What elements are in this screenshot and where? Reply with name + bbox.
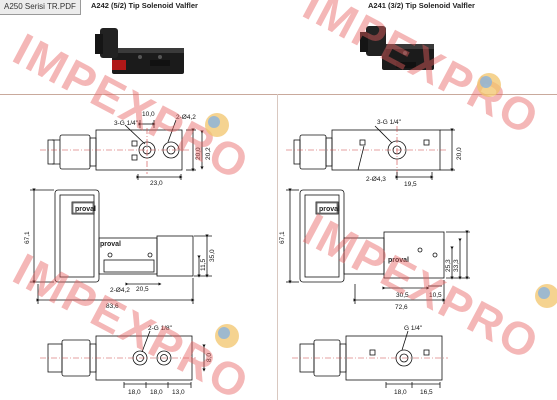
left-bottom-dim-13: 13,0 <box>172 389 185 396</box>
right-heading: A241 (3/2) Tip Solenoid Valfler <box>368 1 475 10</box>
left-front-dim-671: 67,1 <box>24 231 31 244</box>
left-front-dim-115: 11,5 <box>200 258 207 271</box>
left-front-brand-2: proval <box>100 241 121 248</box>
watermark-text-2: IMPEXPRO <box>295 0 548 145</box>
left-top-view <box>40 119 204 180</box>
left-bottom-dim-18b: 18,0 <box>150 389 163 396</box>
right-bottom-dim-18: 18,0 <box>394 389 407 396</box>
right-front-dim-726: 72,6 <box>395 304 408 311</box>
right-top-dim-20: 20,0 <box>456 147 463 160</box>
left-top-dim-20: 20,0 <box>195 147 202 160</box>
section-divider <box>0 94 557 95</box>
right-front-dim-305: 30,5 <box>396 292 409 299</box>
left-front-photo-label: proval proval <box>72 202 121 248</box>
left-front-hole-label: 2-Ø4,2 <box>110 287 130 294</box>
right-front-brand: proval <box>319 206 340 213</box>
right-top-dim-195: 19,5 <box>404 181 417 188</box>
watermark-text-3: IMPEXPRO <box>5 243 258 400</box>
left-front-dim-35: 35,0 <box>209 249 216 262</box>
right-bottom-dim-165: 16,5 <box>420 389 433 396</box>
globe-icon <box>205 113 229 137</box>
left-valve-photo <box>95 28 184 74</box>
left-bottom-dim-18a: 18,0 <box>128 389 141 396</box>
left-front-dim-205: 20,5 <box>136 286 149 293</box>
left-front-dim-836: 83,6 <box>106 303 119 310</box>
right-top-port-label: 3-G 1/4" <box>377 119 402 126</box>
left-bottom-dim-8: 8,0 <box>206 353 213 362</box>
globe-icon <box>477 73 501 97</box>
column-divider <box>277 94 278 400</box>
right-front-brand-2: proval <box>388 257 409 264</box>
right-valve-photo <box>360 26 434 70</box>
left-top-dim-202: 20,2 <box>205 147 212 160</box>
globe-icon <box>535 284 557 308</box>
right-top-hole-label: 2-Ø4,3 <box>366 176 386 183</box>
right-bottom-view <box>292 330 448 388</box>
right-front-dim-671: 67,1 <box>279 231 286 244</box>
globe-icon <box>215 324 239 348</box>
left-top-dim-10: 10,0 <box>142 111 155 118</box>
pdf-file-name: A250 Serisi TR.PDF <box>4 2 76 11</box>
right-front-dim-333: 33,3 <box>453 259 460 272</box>
right-front-photo-label: proval proval <box>316 202 409 264</box>
right-top-view <box>286 125 455 180</box>
left-top-hole-label: 2-Ø4,2 <box>176 114 196 121</box>
watermark-text-4: IMPEXPRO <box>295 203 548 370</box>
left-top-dim-23: 23,0 <box>150 180 163 187</box>
left-heading: A242 (5/2) Tip Solenoid Valfler <box>91 1 198 10</box>
left-bottom-port-label: 2-G 1/8" <box>148 325 173 332</box>
pdf-file-tab[interactable]: A250 Serisi TR.PDF <box>0 0 81 15</box>
left-front-brand: proval <box>75 206 96 213</box>
right-bottom-port-label: G 1/4" <box>404 325 423 332</box>
right-front-dim-253: 25,3 <box>445 259 452 272</box>
right-front-dim-105: 10,5 <box>429 292 442 299</box>
left-top-port-label: 3-G 1/4" <box>114 120 139 127</box>
left-bottom-view <box>40 330 206 388</box>
